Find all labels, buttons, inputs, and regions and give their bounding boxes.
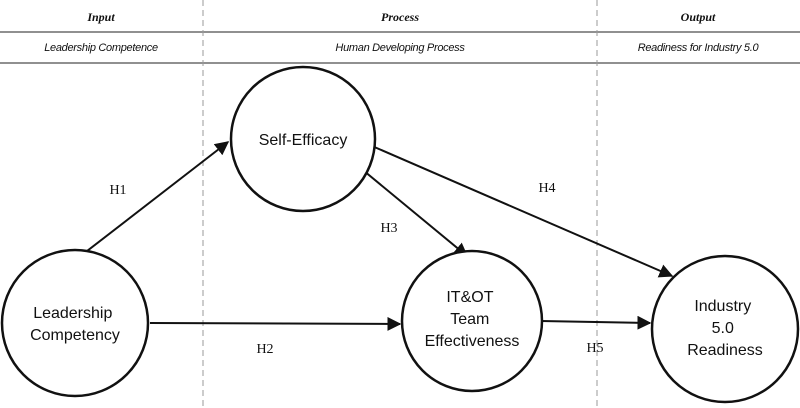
column-header-output: Output bbox=[681, 10, 716, 24]
column-header-process: Process bbox=[381, 10, 419, 24]
arrow-h2 bbox=[149, 316, 402, 331]
node-self-efficacy-line-1: Self-Efficacy bbox=[259, 132, 348, 149]
label-h4: H4 bbox=[538, 181, 555, 196]
node-industry-line-2: 5.0 bbox=[712, 320, 734, 337]
node-leadership-competency: Leadership Competency bbox=[0, 248, 150, 398]
node-leadership-line-1: Leadership bbox=[33, 305, 112, 322]
svg-text:IT&OT Team Effecti: IT&OT Team Effectiveness bbox=[425, 289, 520, 350]
label-h2: H2 bbox=[256, 342, 273, 357]
arrow-h5 bbox=[540, 315, 652, 330]
arrow-h4 bbox=[371, 145, 674, 278]
node-team-effectiveness: IT&OT Team Effectiveness bbox=[400, 249, 544, 393]
arrow-h1 bbox=[77, 141, 230, 259]
arrow-h3 bbox=[357, 165, 469, 257]
column-subheader-process: Human Developing Process bbox=[335, 42, 465, 54]
column-subheader-input: Leadership Competence bbox=[44, 42, 158, 54]
label-h5: H5 bbox=[586, 341, 603, 356]
node-industry-line-1: Industry bbox=[694, 298, 751, 315]
label-h1: H1 bbox=[109, 183, 126, 198]
node-industry-line-3: Readiness bbox=[687, 342, 763, 359]
node-team-line-1: IT&OT bbox=[446, 289, 493, 306]
svg-text:Industry 5.0 Readi: Industry 5.0 Readiness bbox=[687, 298, 763, 359]
node-team-line-2: Team bbox=[450, 311, 489, 328]
column-header-input: Input bbox=[86, 10, 115, 24]
node-leadership-line-2: Competency bbox=[30, 327, 120, 344]
label-h3: H3 bbox=[380, 221, 397, 236]
node-team-line-3: Effectiveness bbox=[425, 333, 520, 350]
column-subheader-output: Readiness for Industry 5.0 bbox=[638, 42, 760, 54]
svg-text:Self-Efficacy: Self-Efficacy bbox=[259, 132, 348, 149]
node-self-efficacy: Self-Efficacy bbox=[229, 65, 377, 213]
svg-text:Leadership Competency: Leadership Competency bbox=[30, 305, 120, 344]
node-industry-readiness: Industry 5.0 Readiness bbox=[650, 254, 800, 404]
